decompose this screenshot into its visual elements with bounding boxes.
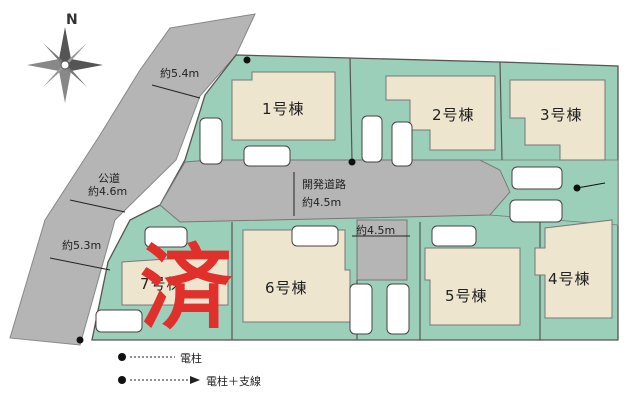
lot-label-3: 3号棟 [540, 106, 583, 124]
car [391, 121, 413, 167]
building-1 [231, 71, 336, 141]
building-2 [385, 75, 496, 151]
lot-label-1: 1号棟 [262, 100, 305, 118]
sold-mark: 済 [140, 235, 233, 342]
legend-markers [118, 353, 200, 384]
legend-pole-guy-label: 電柱＋支線 [206, 375, 261, 388]
building-5 [424, 247, 521, 326]
car [144, 226, 188, 248]
car [509, 199, 563, 223]
lot-label-2: 2号棟 [432, 106, 475, 124]
car [361, 115, 383, 163]
north-label: N [66, 12, 78, 28]
legend-pole-dot [118, 353, 126, 361]
building-3 [509, 79, 606, 161]
car [431, 225, 477, 247]
road-width-top: 約5.4m [160, 67, 200, 80]
dim-road-top [151, 84, 201, 99]
dim-public-road [69, 199, 126, 213]
building-4 [534, 219, 613, 319]
lot-boundaries [231, 57, 541, 340]
compass-rose [27, 27, 103, 103]
utility-pole [76, 336, 84, 344]
dev-road-branch-width: 約4.5m [356, 224, 396, 237]
building-7 [121, 254, 229, 306]
car [386, 283, 410, 335]
building-6 [242, 229, 351, 323]
car [243, 145, 291, 167]
guy-wire [576, 182, 606, 189]
development-road-branch [356, 219, 408, 281]
public-road-label: 公道 [98, 172, 120, 185]
car [511, 166, 563, 190]
utility-pole [243, 56, 251, 64]
road-width-bottom: 約5.3m [62, 239, 102, 252]
dev-road-label: 開発道路 [302, 178, 346, 191]
lot-label-6: 6号棟 [265, 279, 308, 297]
public-road-width: 約4.6m [88, 185, 128, 198]
lot-label-7: 7号棟 [140, 275, 183, 293]
dev-road-width: 約4.5m [302, 196, 342, 209]
dim-road-bottom [49, 257, 111, 271]
car [95, 309, 143, 333]
car [291, 225, 339, 247]
legend-pole-label: 電柱 [180, 352, 202, 365]
lot-label-5: 5号棟 [445, 287, 488, 305]
lot-label-4: 4号棟 [548, 270, 591, 288]
utility-pole [348, 158, 356, 166]
car [349, 283, 373, 335]
car [199, 117, 223, 165]
legend-pole-guy-dot [118, 376, 126, 384]
